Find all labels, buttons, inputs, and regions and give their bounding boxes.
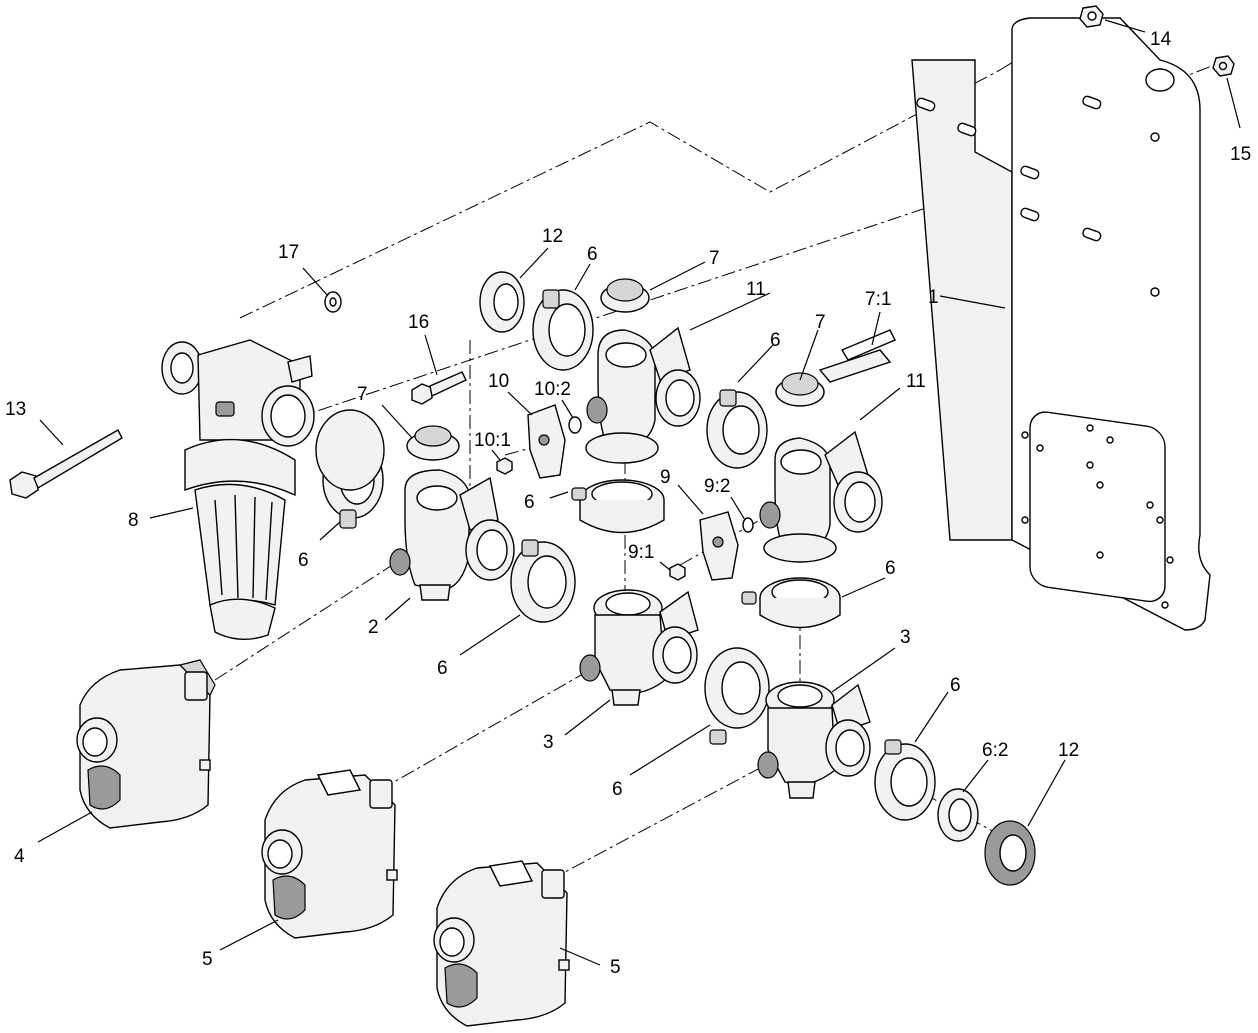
adapter-6-right — [741, 577, 841, 629]
callout-6-right-upper: 6 — [770, 330, 781, 351]
callout-9-2: 9:2 — [704, 476, 730, 497]
callout-6-bottom-right: 6 — [950, 675, 961, 696]
callout-13: 13 — [5, 399, 26, 420]
callout-6-mid: 6 — [437, 658, 448, 679]
callout-10: 10 — [488, 371, 509, 392]
bolt-16 — [411, 371, 467, 405]
valve-11-right — [759, 329, 896, 563]
callout-8: 8 — [128, 510, 139, 531]
callout-11-upper: 11 — [746, 279, 766, 300]
callout-14: 14 — [1150, 29, 1172, 50]
callout-3-center: 3 — [543, 732, 554, 753]
callout-3-right: 3 — [900, 627, 911, 648]
leader-lines — [37, 19, 1241, 966]
callout-7-1: 7:1 — [865, 289, 891, 310]
adapter-6-right-upper — [706, 389, 768, 469]
bolt-13 — [9, 429, 123, 499]
callout-9: 9 — [660, 467, 671, 488]
lever-10 — [496, 404, 582, 479]
callout-9-1: 9:1 — [628, 542, 654, 563]
adapter-6-a — [315, 409, 385, 491]
callout-16: 16 — [408, 312, 429, 333]
callout-12-lower: 12 — [1058, 740, 1079, 761]
cap-12-lower — [984, 820, 1036, 886]
callout-6-lower: 6 — [612, 779, 623, 800]
adapter-6-center — [571, 479, 665, 534]
adapter-6-bottom-right — [874, 739, 936, 821]
filter-8 — [161, 339, 315, 640]
callout-7-upper: 7 — [709, 248, 720, 269]
callout-6-left: 6 — [298, 550, 309, 571]
mounting-plate — [911, 17, 1211, 631]
washer-17 — [324, 291, 342, 313]
callout-10-1: 10:1 — [474, 430, 511, 451]
valve-3-center — [579, 589, 699, 706]
callout-1: 1 — [928, 287, 939, 308]
callout-7-right: 7 — [815, 312, 826, 333]
callout-17: 17 — [278, 242, 299, 263]
seal-6-2 — [937, 788, 979, 842]
valve-3-right — [757, 681, 871, 799]
nut-15 — [1212, 55, 1235, 77]
actuator-4 — [76, 659, 216, 829]
callout-11-right: 11 — [906, 371, 926, 392]
callout-5-right: 5 — [610, 957, 621, 978]
callout-6-center: 6 — [524, 492, 535, 513]
lever-9 — [669, 511, 754, 581]
callout-10-2: 10:2 — [534, 379, 571, 400]
actuator-5-b — [433, 860, 570, 1027]
adapter-6-lower — [704, 647, 770, 745]
nut-14 — [1079, 5, 1104, 28]
callout-12-upper: 12 — [542, 226, 563, 247]
valve-11-upper — [479, 271, 701, 464]
callout-15: 15 — [1230, 144, 1251, 165]
callout-5-left: 5 — [202, 949, 213, 970]
callout-4: 4 — [14, 846, 25, 867]
callout-6-right: 6 — [885, 558, 896, 579]
callout-6-2: 6:2 — [982, 740, 1008, 761]
callout-6-upper: 6 — [587, 244, 598, 265]
actuator-5-a — [261, 769, 398, 939]
callout-labels: 14 15 17 12 6 7 11 7:1 1 16 7 10 10:2 10… — [5, 29, 1251, 978]
callout-2: 2 — [368, 617, 379, 638]
callout-7-left: 7 — [357, 384, 368, 405]
adapter-6-mid — [510, 539, 576, 623]
